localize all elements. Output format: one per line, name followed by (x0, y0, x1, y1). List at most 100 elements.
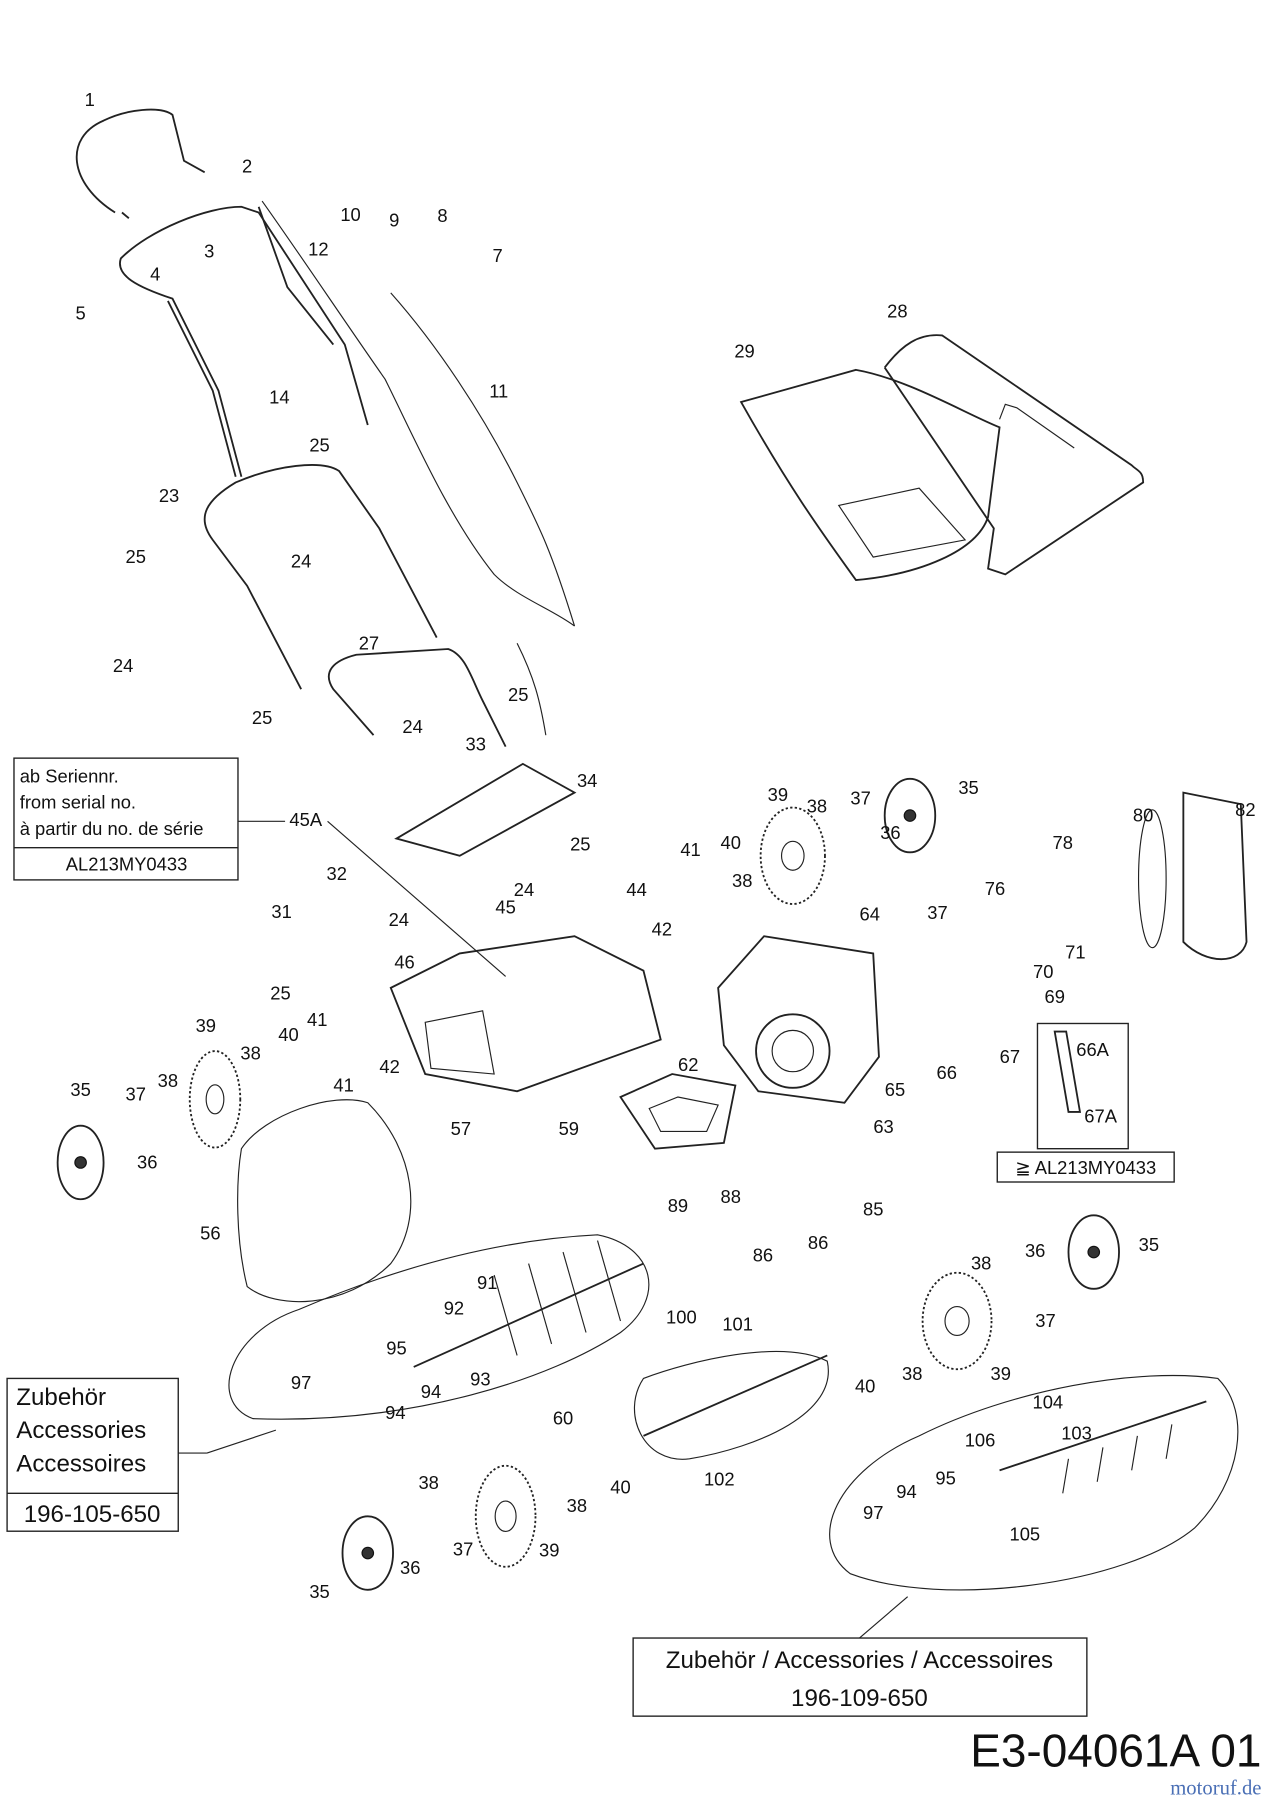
callout-41: 41 (680, 839, 700, 860)
cables (261, 200, 576, 736)
callout-38: 38 (158, 1070, 178, 1091)
callout-102: 102 (704, 1469, 735, 1490)
callout-35: 35 (958, 777, 978, 798)
callout-27: 27 (359, 632, 379, 653)
wheels (56, 777, 1120, 1591)
callout-11: 11 (489, 381, 508, 402)
accessories-left-line1: Zubehör (16, 1384, 106, 1411)
watermark-logo: motoruf.de (1170, 1777, 1261, 1799)
callout-36: 36 (400, 1557, 420, 1578)
callout-42: 42 (379, 1056, 399, 1077)
callout-29: 29 (734, 341, 754, 362)
accessory-outlines (228, 1099, 1239, 1591)
callout-40: 40 (278, 1024, 298, 1045)
callout-80: 80 (1133, 805, 1153, 826)
callout-62: 62 (678, 1054, 698, 1075)
callout-106: 106 (965, 1429, 996, 1450)
accessories-box-left: Zubehör Accessories Accessoires 196-105-… (6, 1377, 179, 1532)
callout-66: 66 (937, 1062, 957, 1083)
callout-35: 35 (309, 1581, 329, 1602)
callout-92: 92 (444, 1297, 464, 1318)
callout-36: 36 (137, 1151, 157, 1172)
callout-71: 71 (1065, 941, 1085, 962)
callout-38: 38 (732, 870, 752, 891)
accessories-left-part-no: 196-105-650 (24, 1501, 161, 1528)
wheel (188, 1050, 242, 1149)
deck (389, 762, 737, 1150)
callout-34: 34 (577, 770, 597, 791)
callout-60: 60 (553, 1408, 573, 1429)
callout-82: 82 (1235, 799, 1255, 820)
callout-69: 69 (1044, 986, 1064, 1007)
callout-25: 25 (252, 707, 272, 728)
callout-33: 33 (466, 733, 486, 754)
callout-36: 36 (1025, 1240, 1045, 1261)
callout-32: 32 (327, 863, 347, 884)
callout-95: 95 (935, 1467, 955, 1488)
callout-38: 38 (567, 1495, 587, 1516)
hubcap-center (903, 809, 917, 822)
accessories-bottom-part-no: 196-109-650 (791, 1685, 928, 1712)
aerator-shaft (413, 1240, 1207, 1494)
serial-box-line3: à partir du no. de série (20, 818, 204, 839)
callout-63: 63 (873, 1116, 893, 1137)
callout-64: 64 (860, 903, 880, 924)
callout-42: 42 (652, 918, 672, 939)
wheel (759, 806, 826, 905)
callout-70: 70 (1033, 961, 1053, 982)
callout-56: 56 (200, 1223, 220, 1244)
callout-46: 46 (394, 952, 414, 973)
callout-37: 37 (126, 1084, 146, 1105)
callout-66A: 66A (1076, 1039, 1109, 1060)
accessories-bottom-line1: Zubehör / Accessories / Accessoires (666, 1647, 1053, 1674)
callout-45A: 45A (289, 809, 322, 830)
callout-97: 97 (863, 1502, 883, 1523)
callout-37: 37 (927, 902, 947, 923)
callout-91: 91 (477, 1272, 497, 1293)
callout-9: 9 (389, 210, 399, 231)
callout-24: 24 (514, 879, 534, 900)
callout-78: 78 (1053, 832, 1073, 853)
callout-94: 94 (385, 1402, 405, 1423)
callout-24: 24 (389, 909, 409, 930)
lower-handle (203, 464, 507, 748)
wheel-hub (205, 1084, 225, 1115)
serial-ref-box: ≧ AL213MY0433 (996, 1022, 1175, 1183)
callout-67A: 67A (1084, 1106, 1117, 1127)
callout-94: 94 (896, 1481, 916, 1502)
callout-95: 95 (386, 1338, 406, 1359)
callout-39: 39 (196, 1015, 216, 1036)
wheel (921, 1271, 993, 1371)
callout-36: 36 (880, 822, 900, 843)
callout-37: 37 (1035, 1310, 1055, 1331)
callout-1: 1 (85, 89, 95, 110)
wheel-hub (780, 840, 805, 871)
callout-39: 39 (539, 1540, 559, 1561)
callout-100: 100 (666, 1307, 697, 1328)
callout-14: 14 (269, 386, 289, 407)
callout-37: 37 (453, 1539, 473, 1560)
serial-box-line1: ab Seriennr. (20, 765, 119, 786)
callout-35: 35 (1139, 1234, 1159, 1255)
serial-box-number: AL213MY0433 (66, 854, 187, 875)
leader-lines (178, 820, 1086, 1639)
upper-handle (75, 108, 369, 477)
callout-101: 101 (722, 1313, 753, 1334)
callout-35: 35 (70, 1079, 90, 1100)
callout-94: 94 (421, 1381, 441, 1402)
callout-76: 76 (985, 878, 1005, 899)
callout-40: 40 (855, 1375, 875, 1396)
callout-86: 86 (753, 1245, 773, 1266)
callout-85: 85 (863, 1199, 883, 1220)
callout-23: 23 (159, 485, 179, 506)
callout-40: 40 (610, 1477, 630, 1498)
serial-box-line2: from serial no. (20, 792, 136, 813)
callout-45: 45 (495, 896, 515, 917)
callout-41: 41 (333, 1075, 353, 1096)
callout-25: 25 (126, 546, 146, 567)
callout-12: 12 (308, 238, 328, 259)
callout-4: 4 (150, 264, 160, 285)
callout-24: 24 (113, 655, 133, 676)
callout-8: 8 (437, 205, 447, 226)
